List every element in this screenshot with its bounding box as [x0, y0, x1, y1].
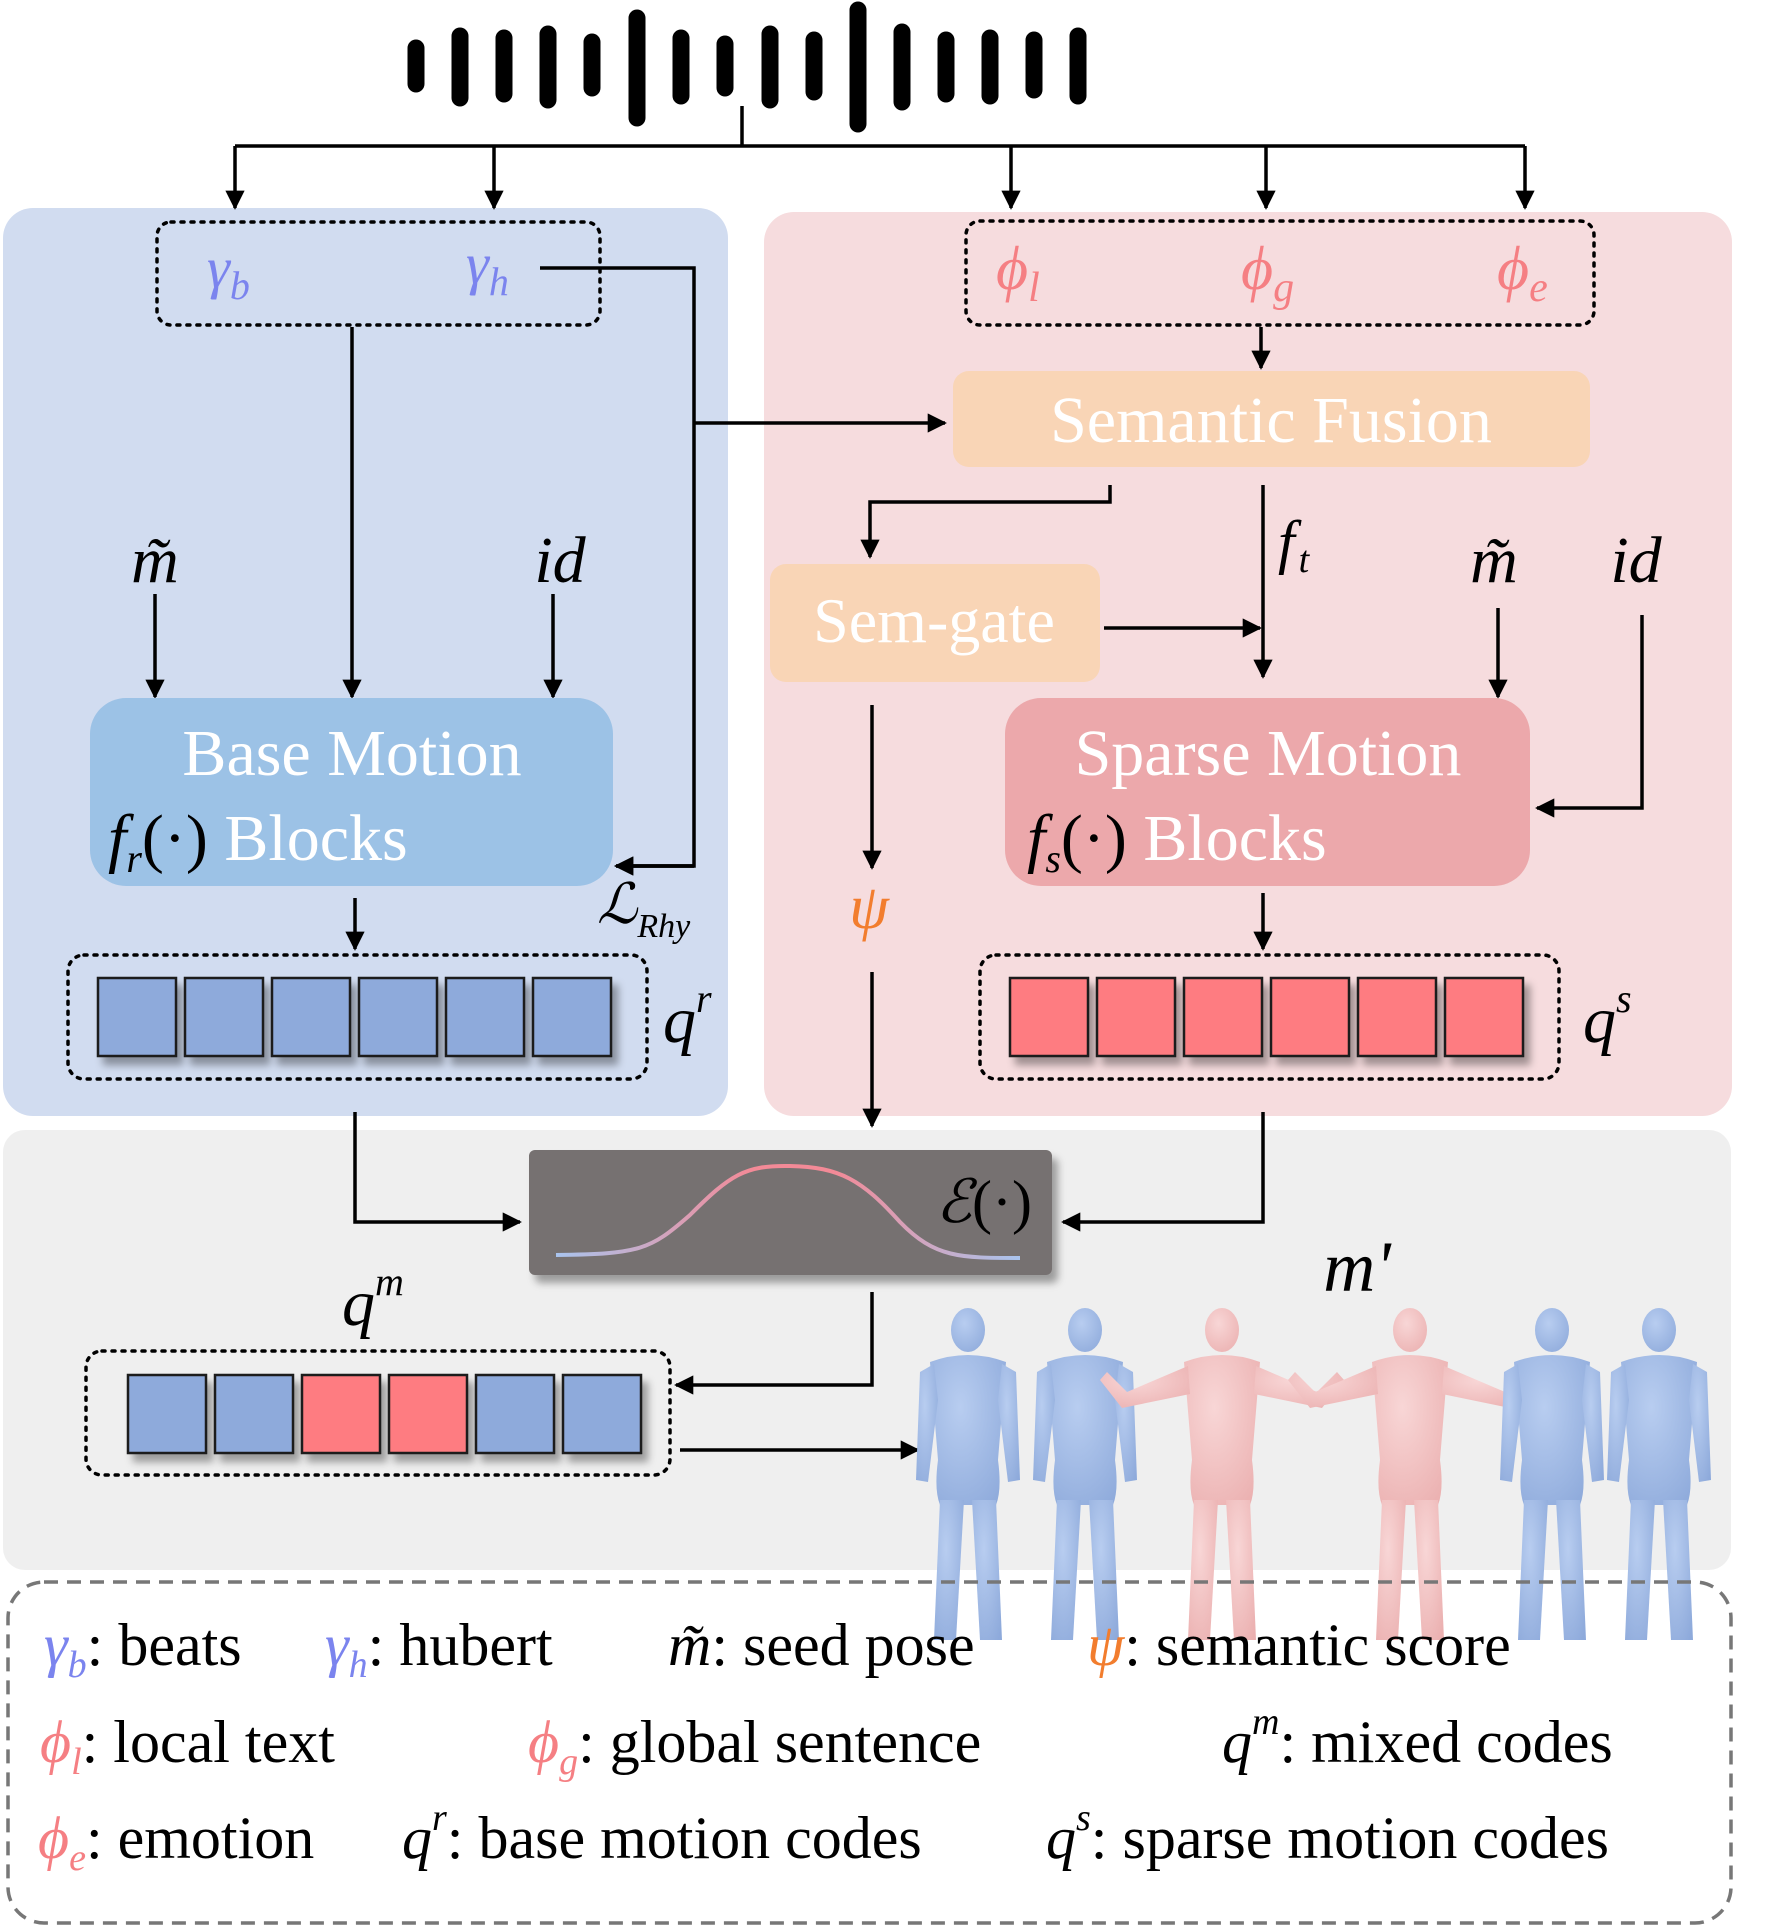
base-motion-block — [90, 698, 613, 886]
base-motion-title: Base Motion — [182, 717, 521, 790]
base-code-cell — [96, 976, 178, 1058]
semantic-score-symbol: ψ — [849, 871, 890, 942]
pose-figure — [1100, 1308, 1344, 1640]
base-codes — [96, 976, 613, 1058]
sem-gate-box — [770, 564, 1100, 682]
qr-label: qr — [663, 976, 712, 1057]
qm-label: qm — [342, 1259, 404, 1340]
pose-figure — [1607, 1308, 1711, 1640]
sparse-motion-title: Sparse Motion — [1075, 717, 1462, 790]
base-code-cell — [270, 976, 352, 1058]
id-right: id — [1610, 524, 1662, 597]
sparse-code-cell — [1443, 976, 1525, 1058]
pose-figure — [1288, 1308, 1532, 1640]
exchange-box — [529, 1150, 1052, 1275]
seed-pose-right: m̃ — [1470, 524, 1518, 597]
base-codes-group — [66, 953, 649, 1081]
output-motion-label: m' — [1323, 1227, 1392, 1307]
sparse-codes-group — [978, 953, 1561, 1081]
mixed-codes-group — [84, 1349, 672, 1477]
connectors — [145, 106, 1644, 1460]
sparse-code-cell — [1095, 976, 1177, 1058]
exchange-curve — [555, 1163, 1021, 1260]
output-poses — [916, 1308, 1711, 1640]
pose-figure — [1500, 1308, 1604, 1640]
semantic-fusion-label: Semantic Fusion — [1050, 384, 1492, 457]
base-code-cell — [444, 976, 526, 1058]
mixed-codes — [126, 1373, 643, 1455]
sparse-motion-func: fs(·) Blocks — [1027, 802, 1327, 881]
exchange-label: ℰ(·) — [936, 1169, 1032, 1235]
sparse-codes — [1008, 976, 1525, 1058]
local-text-symbol: ϕl — [996, 235, 1040, 311]
mixed-code-cell — [300, 1373, 382, 1455]
mixed-code-cell — [474, 1373, 556, 1455]
mixed-code-cell — [213, 1373, 295, 1455]
legend-box — [6, 1580, 1733, 1925]
legend-row-1: γb: beats γh: hubert m̃: seed pose ψ: se… — [44, 1612, 1511, 1686]
sparse-code-cell — [1269, 976, 1351, 1058]
sparse-motion-block — [1005, 698, 1530, 886]
semantic-fusion-box — [953, 371, 1590, 467]
pose-figure — [1033, 1308, 1137, 1640]
legend-row-3: ϕe: emotion qr: base motion codes qs: sp… — [38, 1797, 1609, 1879]
id-left: id — [534, 524, 586, 597]
mixed-code-cell — [561, 1373, 643, 1455]
sparse-code-cell — [1182, 976, 1264, 1058]
mixed-code-cell — [126, 1373, 208, 1455]
rhythm-panel — [3, 208, 728, 1116]
rhythm-inputs-group — [155, 220, 602, 327]
audio-waveform-icon — [407, 1, 1087, 133]
base-code-cell — [183, 976, 265, 1058]
base-motion-func: fr(·) Blocks — [108, 802, 408, 881]
emotion-symbol: ϕe — [1497, 235, 1548, 311]
mixing-panel — [3, 1130, 1731, 1570]
sparse-code-cell — [1008, 976, 1090, 1058]
global-sentence-symbol: ϕg — [1241, 235, 1294, 311]
legend-row-2: ϕl: local text ϕg: global sentence qm: m… — [40, 1701, 1613, 1783]
seed-pose-left: m̃ — [131, 524, 179, 597]
pose-figure — [916, 1308, 1020, 1640]
legend: γb: beats γh: hubert m̃: seed pose ψ: se… — [38, 1612, 1613, 1879]
base-code-cell — [531, 976, 613, 1058]
beats-symbol: γb — [207, 235, 250, 308]
hubert-symbol: γh — [466, 231, 509, 304]
sem-gate-label: Sem-gate — [813, 585, 1055, 656]
semantic-inputs-group — [964, 219, 1596, 327]
rhythm-loss-label: ℒRhy — [597, 874, 691, 945]
qs-label: qs — [1583, 976, 1632, 1057]
sparse-code-cell — [1356, 976, 1438, 1058]
base-code-cell — [357, 976, 439, 1058]
mixed-code-cell — [387, 1373, 469, 1455]
